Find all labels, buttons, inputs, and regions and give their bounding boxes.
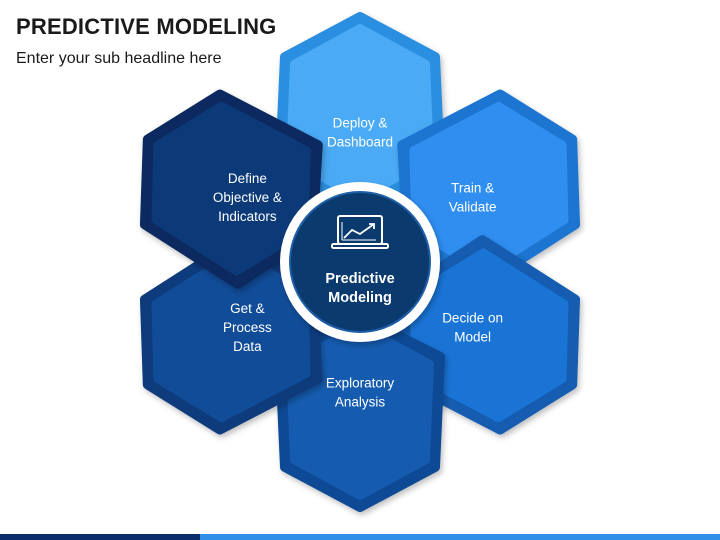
petal-define-inner xyxy=(151,101,311,276)
bottom-accent-bar xyxy=(0,534,720,540)
petal-train: Train & Validate xyxy=(397,89,581,289)
page-title: PREDICTIVE MODELING xyxy=(16,14,277,39)
petal-define-label-line-3: Indicators xyxy=(218,209,277,224)
bottom-bar-light-segment xyxy=(200,534,720,540)
center-hub: Predictive Modeling xyxy=(280,182,440,342)
laptop-chart-icon xyxy=(331,215,389,249)
petal-define-label-line-1: Define xyxy=(228,171,267,186)
petal-process-label-line-2: Process xyxy=(223,320,272,335)
petal-exploratory-label-line-2: Analysis xyxy=(335,395,386,410)
center-label-line-2: Modeling xyxy=(328,290,392,306)
page-subtitle: Enter your sub headline here xyxy=(16,50,222,67)
petal-process-label-line-1: Get & xyxy=(230,301,265,316)
petal-train-label-line-1: Train & xyxy=(451,181,494,196)
petal-deploy-label-line-2: Dashboard xyxy=(327,135,393,150)
petal-decide-label-line-2: Model xyxy=(454,330,491,345)
petal-deploy-label-line-1: Deploy & xyxy=(333,116,388,131)
center-label-line-1: Predictive xyxy=(325,271,394,287)
petal-decide-label-line-1: Decide on xyxy=(442,311,503,326)
petal-exploratory-label-line-1: Exploratory xyxy=(326,376,395,391)
petal-train-label-line-2: Validate xyxy=(449,200,497,215)
petal-process-label-line-3: Data xyxy=(233,339,262,354)
center-disc xyxy=(289,191,431,333)
petal-decide: Decide on Model xyxy=(397,235,581,435)
bottom-bar-dark-segment xyxy=(0,534,200,540)
petal-define-label-line-2: Objective & xyxy=(213,190,282,205)
